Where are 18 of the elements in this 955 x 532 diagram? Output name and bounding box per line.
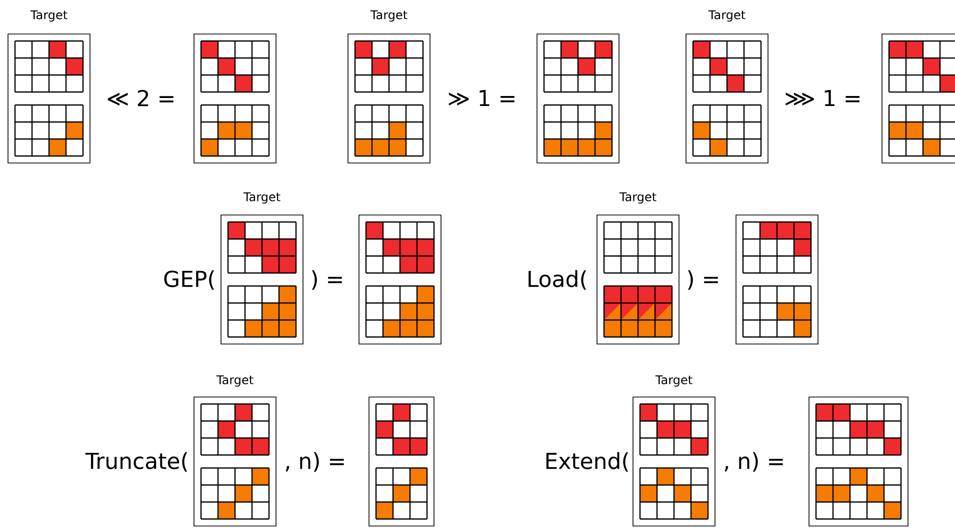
operator-text: GEP(	[164, 270, 214, 290]
operator-text: ) =	[688, 270, 718, 290]
operator-text: , n) =	[724, 452, 783, 472]
operator-text: ≫ 1 =	[448, 90, 514, 106]
panel-caption: Target	[243, 192, 280, 204]
panel-caption: Target	[655, 375, 692, 387]
panel-caption: Target	[216, 375, 254, 387]
operator-text: ⋙ 1 =	[786, 90, 860, 106]
panel-caption: Target	[708, 10, 746, 22]
operator-text: Load(	[528, 270, 586, 290]
operator-text: ) =	[312, 270, 342, 290]
operator-text: Truncate(	[85, 452, 188, 472]
panel-caption: Target	[370, 10, 408, 22]
operator-text: ≪ 2 =	[108, 90, 174, 106]
panel-caption: Target	[30, 10, 68, 22]
operator-text: Extend(	[546, 452, 628, 472]
operator-text: , n) =	[286, 452, 344, 472]
panel-caption: Target	[619, 192, 656, 204]
